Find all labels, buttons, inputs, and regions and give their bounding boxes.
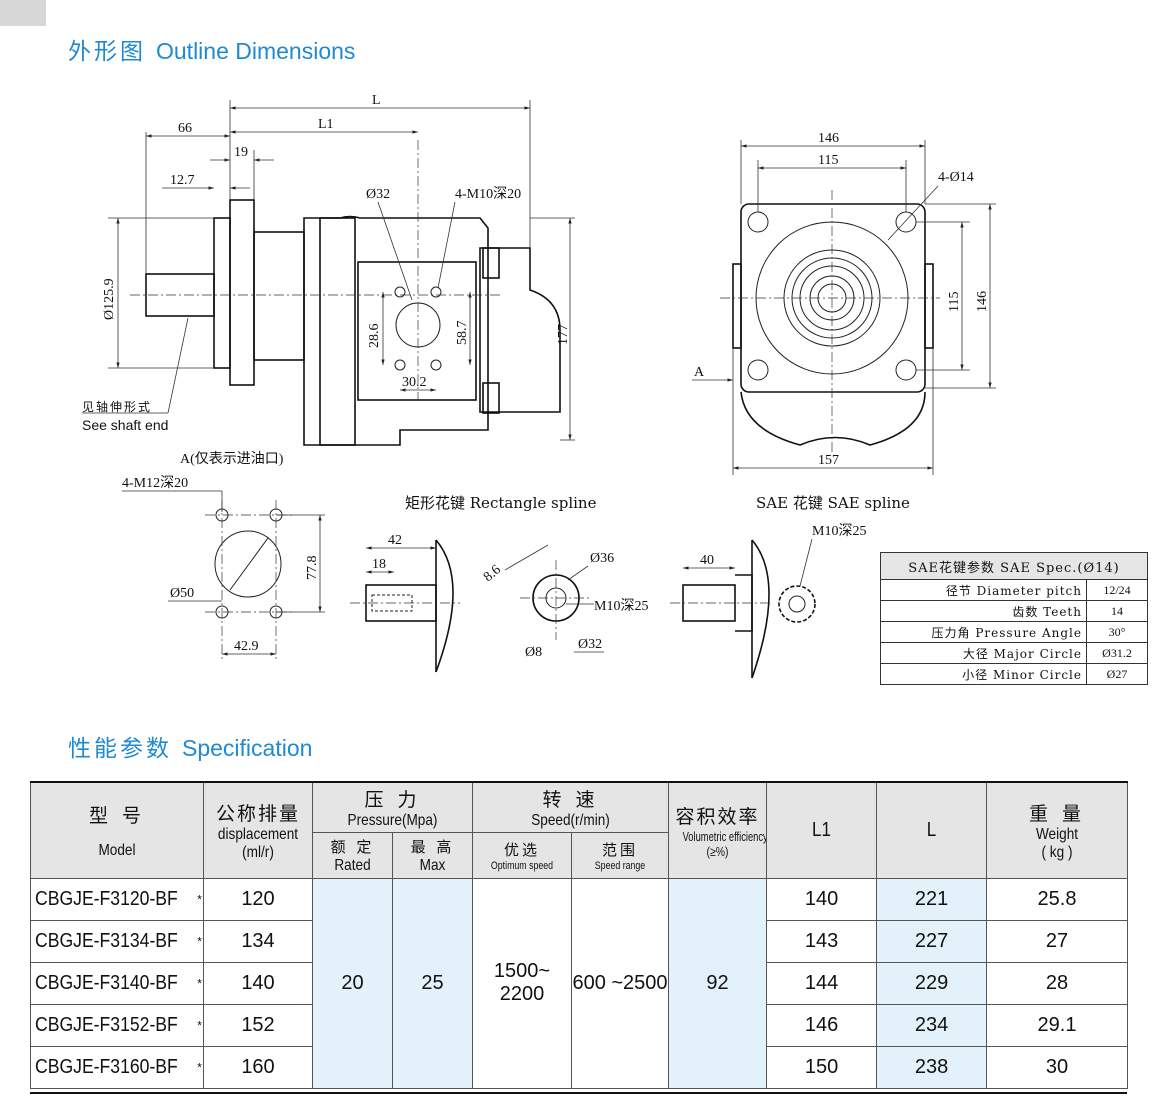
sae-spec-table: SAE花键参数 SAE Spec.(Ø14) 径节 Diameter pitch… [880,552,1148,685]
rect-8-6: 8.6 [481,562,504,585]
dim-146-top: 146 [818,131,839,146]
rect-d32: Ø32 [578,637,602,652]
dim-157: 157 [818,453,839,468]
table-row: CBGJE-F3140-BF** 140 144 229 28 [30,961,1129,1005]
port-title: A(仅表示进油口) [180,451,284,467]
header-weight: 重 量 Weight ( kg ) [986,781,1129,879]
dim-115-top: 115 [818,153,838,168]
dim-58-7: 58.7 [455,321,470,346]
header-displacement: 公称排量 displacement (ml/r) [203,781,313,879]
port-m12: 4-M12深20 [122,475,188,491]
table-row: CBGJE-F3120-BF** 120 20 25 1500~ 2200 60… [30,877,1129,1089]
shaft-label-cn: 见轴伸形式 [82,399,152,414]
rect-d36: Ø36 [590,551,614,566]
port-d50: Ø50 [170,586,194,601]
table-bottom-rule [30,1092,1127,1094]
max-cell: 25 [392,877,473,1089]
header-L: L [876,781,988,879]
sae-m10: M10深25 [812,523,866,539]
header-L1: L1 [766,781,878,879]
table-row: CBGJE-F3134-BF** 134 143 227 27 [30,919,1129,963]
table-row: CBGJE-F3152-BF** 152 146 234 29.1 [30,1003,1129,1047]
rect-spline-view: 矩形花键 Rectangle spline 42 18 8.6 Ø36 M10深… [350,494,648,673]
dim-28-6: 28.6 [367,324,382,349]
spec-table: 型 号 Model 公称排量 displacement (ml/r) 压 力 P… [30,781,1129,1089]
header-efficiency: 容积效率 Volumetric efficiency (≥%) [668,781,768,879]
range-cell: 600 ~2500 [570,877,670,1089]
optimum-cell: 1500~ 2200 [472,877,572,1089]
table-row: CBGJE-F3160-BF** 160 150 238 30 [30,1045,1129,1089]
dim-66: 66 [178,121,192,136]
header-pressure: 压 力 Pressure(Mpa) [312,781,473,833]
header-speed: 转 速 Speed(r/min) [471,781,670,833]
dim-146-side: 146 [975,291,990,312]
rated-cell: 20 [312,877,393,1089]
port-77-8: 77.8 [305,556,320,581]
sae-spline-view: SAE 花键 SAE spline 40 M10深25 [670,494,910,679]
header-model: 型 号 Model [30,781,204,879]
front-view: 146 115 4-Ø14 115 146 157 A [692,131,996,475]
dim-177: 177 [556,324,571,345]
rect-spline-title: 矩形花键 Rectangle spline [405,494,597,512]
side-view: L L1 66 19 12.7 Ø125.9 Ø32 4-M10深20 177 … [82,93,575,446]
arrow-a-label: A [694,365,705,380]
dim-4-14: 4-Ø14 [938,170,974,185]
shaft-label-en: See shaft end [82,417,168,433]
dim-30-2: 30.2 [402,375,427,390]
dim-12-7: 12.7 [170,173,195,188]
efficiency-cell: 92 [668,877,768,1089]
rect-18: 18 [372,557,386,572]
dim-125: Ø125.9 [102,278,117,320]
dim-L: L [372,93,381,108]
dim-19: 19 [234,145,248,160]
dim-115-side: 115 [947,292,962,312]
sae-spline-title: SAE 花键 SAE spline [756,494,910,512]
port-42-9: 42.9 [234,639,259,654]
dim-L1: L1 [318,117,334,132]
rect-d8: Ø8 [525,645,542,660]
outline-drawing: L L1 66 19 12.7 Ø125.9 Ø32 4-M10深20 177 … [82,93,996,679]
sae-40: 40 [700,553,714,568]
sae-spec-header: SAE花键参数 SAE Spec.(Ø14) [880,552,1148,580]
dim-d32: Ø32 [366,187,390,202]
rect-m10: M10深25 [594,598,648,614]
dim-m10: 4-M10深20 [455,186,521,202]
rect-42: 42 [388,533,402,548]
corner-tab [0,0,46,26]
port-view: A(仅表示进油口) 4-M12深20 77.8 Ø50 42.9 [122,451,325,660]
